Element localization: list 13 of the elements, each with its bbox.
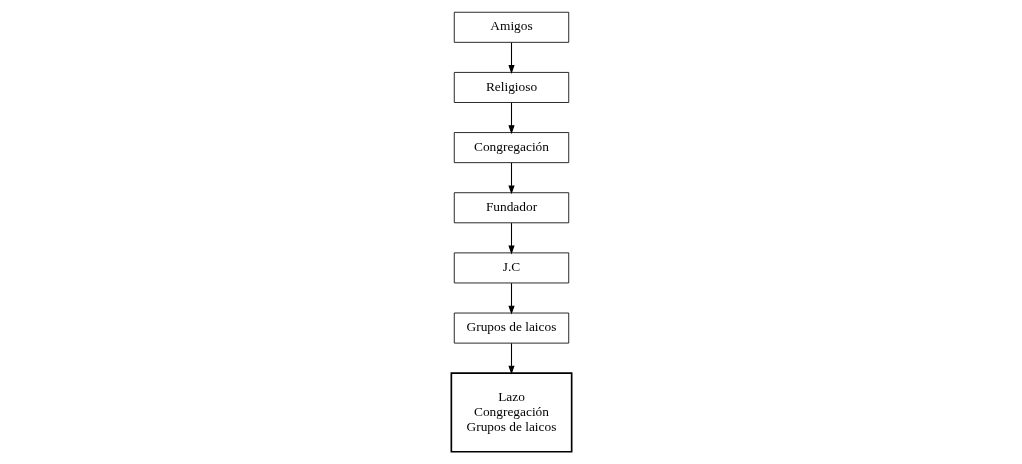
- arrow: [507, 222, 515, 255]
- arrow: [507, 102, 515, 135]
- node-box: J.C: [453, 252, 569, 284]
- node-box: Lazo Congregación Grupos de laicos: [450, 372, 572, 453]
- node-box: Grupos de laicos: [453, 312, 569, 344]
- node-box: Congregación: [453, 132, 569, 164]
- node-box: Religioso: [453, 72, 569, 103]
- arrow: [507, 282, 515, 315]
- arrow: [507, 342, 515, 375]
- arrow: [507, 42, 515, 74]
- node-box: Fundador: [453, 192, 569, 224]
- node-box: Amigos: [453, 11, 569, 43]
- arrow: [507, 162, 515, 195]
